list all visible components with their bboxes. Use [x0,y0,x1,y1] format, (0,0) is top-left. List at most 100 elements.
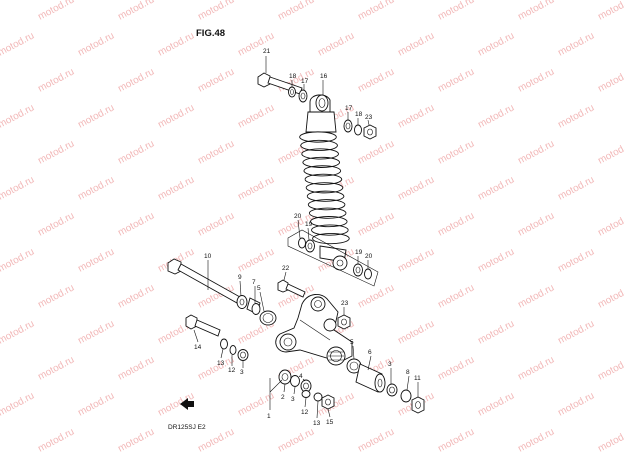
watermark: motod.ru [476,174,516,202]
watermark: motod.ru [76,174,116,202]
watermark: motod.ru [236,246,276,274]
watermark: motod.ru [516,0,556,23]
nut-23-lower [337,314,351,330]
callout-17: 17 [301,78,309,85]
callout-4: 4 [299,373,303,380]
watermark: motod.ru [596,354,625,382]
diagram-code: DR125SJ E2 [168,424,206,431]
watermark: motod.ru [596,66,625,94]
callout-11: 11 [414,375,421,382]
watermark: motod.ru [116,282,156,310]
watermark: motod.ru [436,426,476,454]
watermark: motod.ru [476,390,516,418]
watermark: motod.ru [556,102,596,130]
watermark: motod.ru [76,390,116,418]
callout-12: 12 [228,367,236,374]
watermark: motod.ru [196,0,236,23]
watermark: motod.ru [196,210,236,238]
watermark: motod.ru [36,66,76,94]
watermark: motod.ru [116,138,156,166]
watermark: motod.ru [396,246,436,274]
ring-3-middle [290,375,300,387]
watermark: motod.ru [0,174,36,202]
front-direction-arrow-icon [180,398,194,410]
callout-7: 7 [252,279,256,286]
callout-23: 23 [365,114,373,121]
watermark: motod.ru [556,318,596,346]
callout-13: 13 [313,420,321,427]
watermark: motod.ru [476,318,516,346]
watermark: motod.ru [396,30,436,58]
watermark: motod.ru [36,138,76,166]
callout-22: 22 [282,265,290,272]
callout-8: 8 [406,369,410,376]
callout-16: 16 [320,73,328,80]
lower-bushing-19-right [353,263,363,277]
watermark: motod.ru [196,138,236,166]
watermark: motod.ru [236,30,276,58]
nut-15 [321,394,335,410]
callout-21: 21 [263,48,271,55]
seal-5-lower [346,358,362,374]
watermark: motod.ru [0,246,36,274]
lower-bushing-19-left [305,239,315,253]
callout-14: 14 [194,344,202,351]
watermark: motod.ru [116,66,156,94]
watermark: motod.ru [516,138,556,166]
watermark: motod.ru [476,30,516,58]
callout-labels: 21 18 17 16 17 18 23 20 19 19 20 10 9 7 … [194,48,421,427]
callout-3: 3 [240,369,244,376]
bolt-14 [185,314,221,337]
spacer-6 [355,363,386,393]
callout-20: 20 [294,213,302,220]
callout-18: 18 [355,111,363,118]
lower-mount-bracket-outline [287,229,379,287]
seal-5-upper [259,310,277,326]
watermark: motod.ru [116,426,156,454]
callout-1: 1 [267,413,271,420]
callout-15: 15 [326,419,334,426]
callout-13: 13 [217,360,225,367]
callout-19: 19 [355,249,363,256]
watermark: motod.ru [0,390,36,418]
figure-label: FIG.48 [196,28,225,39]
watermark: motod.ru [436,210,476,238]
leader-lines [193,56,419,419]
watermark: motod.ru [436,282,476,310]
watermark: motod.ru [516,354,556,382]
watermark: motod.ru [36,282,76,310]
watermark: motod.ru [356,426,396,454]
nut-11 [411,396,425,414]
upper-nut-23 [363,124,377,140]
watermark: motod.ru [356,0,396,23]
watermark: motod.ru [156,30,196,58]
watermark: motod.ru [36,0,76,23]
watermark: motod.ru [276,0,316,23]
watermark: motod.ru [516,210,556,238]
ring-3-right [386,383,398,397]
washer-13-left [220,338,228,350]
callout-18: 18 [289,73,297,80]
watermark: motod.ru [596,210,625,238]
upper-washer-18-left [288,86,296,98]
watermark: motod.ru [516,66,556,94]
watermark: motod.ru [0,318,36,346]
watermark: motod.ru [76,30,116,58]
watermark: motod.ru [556,246,596,274]
callout-6: 6 [368,349,372,356]
callout-10: 10 [204,253,212,260]
watermark: motod.ru [396,174,436,202]
bearing-2 [278,369,292,385]
watermark: motod.ru [596,0,625,23]
callout-5: 5 [350,339,354,346]
watermark: motod.ru [276,426,316,454]
callout-23: 23 [341,300,349,307]
watermark: motod.ru [236,102,276,130]
washer-12-left [229,345,237,355]
watermark: motod.ru [196,66,236,94]
watermark: motod.ru [436,138,476,166]
ring-3-left [237,349,249,361]
watermark: motod.ru [156,174,196,202]
